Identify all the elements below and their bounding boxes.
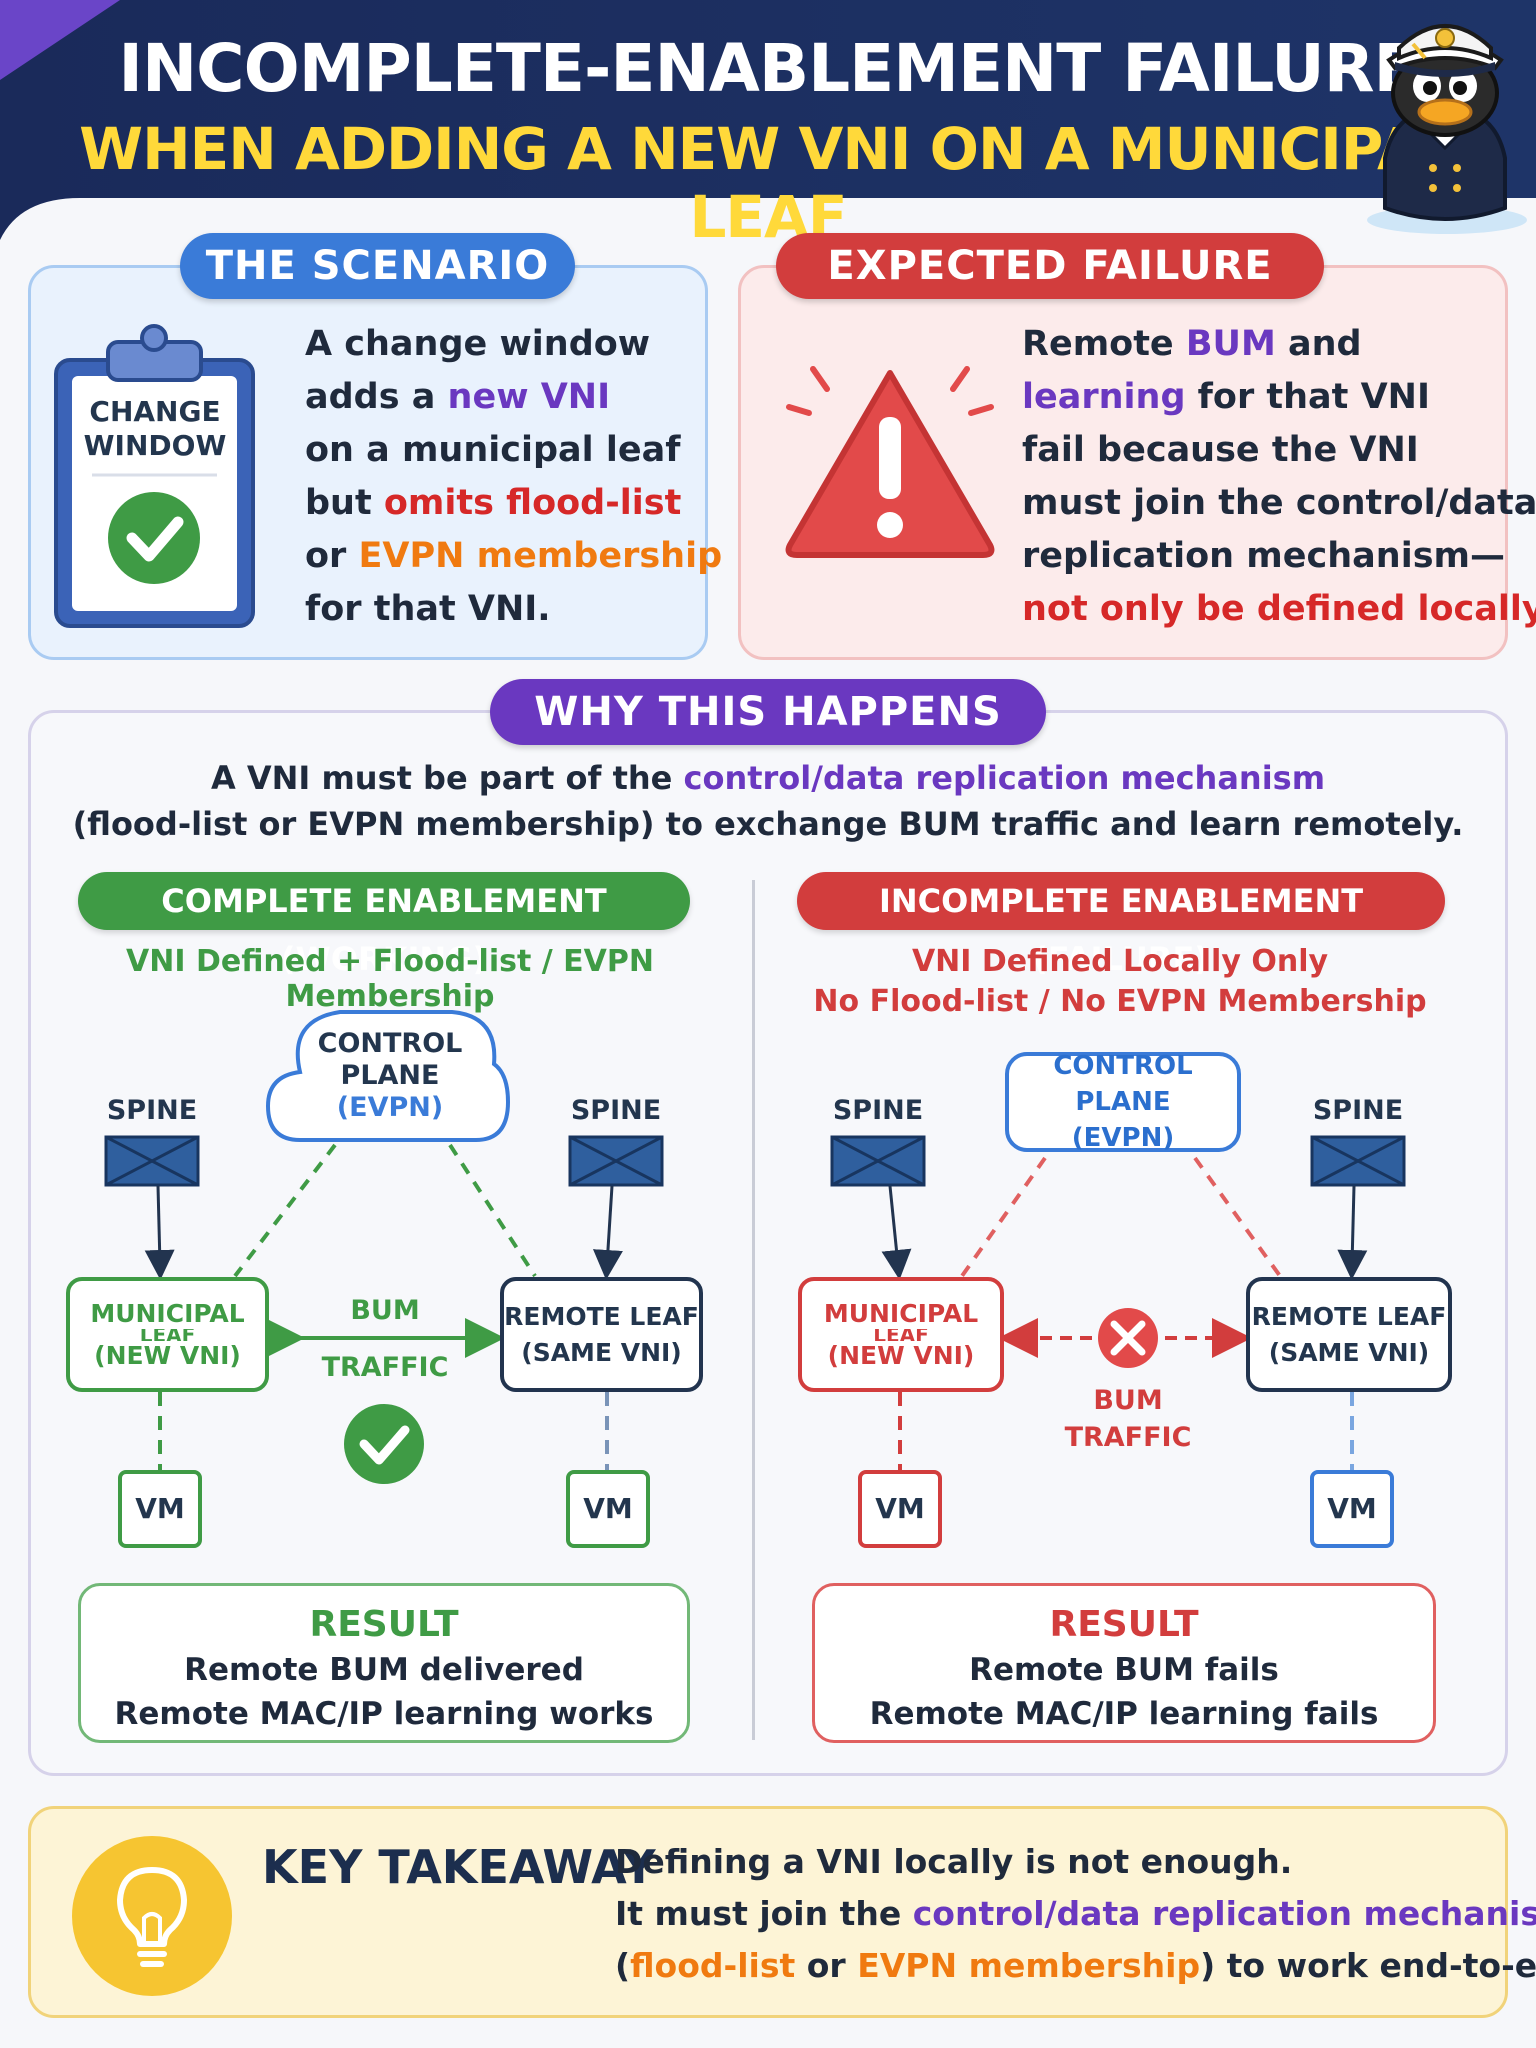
why-this-happens-heading: WHY THIS HAPPENS <box>490 679 1046 745</box>
result-line2-working: Remote MAC/IP learning works <box>114 1696 654 1732</box>
municipal-leaf-node-working: MUNICIPAL LEAF (NEW VNI) <box>66 1277 269 1392</box>
column-divider <box>752 880 755 1740</box>
result-title-working: RESULT <box>309 1604 459 1645</box>
bum-label-working: BUM <box>350 1295 420 1326</box>
incomplete-enablement-subtitle-2: No Flood-list / No EVPN Membership <box>813 984 1427 1019</box>
incomplete-enablement-subtitle-1: VNI Defined Locally Only <box>911 944 1329 979</box>
vm-left-node-failing: VM <box>858 1470 942 1548</box>
clipboard-label: CHANGE WINDOW <box>83 395 227 462</box>
spine-left-label-failing: SPINE <box>832 1095 924 1126</box>
page-subtitle: WHEN ADDING A NEW VNI ON A MUNICIPAL LEA… <box>79 115 1458 251</box>
warning-icon <box>785 366 995 558</box>
complete-enablement-subtitle: VNI Defined + Flood-list / EVPN Membersh… <box>126 944 654 1014</box>
vm-right-node-failing: VM <box>1310 1470 1394 1548</box>
municipal-leaf-node-failing: MUNICIPAL LEAF (NEW VNI) <box>798 1277 1004 1392</box>
incomplete-enablement-heading: INCOMPLETE ENABLEMENT (FAILURE) <box>797 872 1445 978</box>
page-title: INCOMPLETE-ENABLEMENT FAILURE <box>118 30 1418 107</box>
control-plane-node-failing: CONTROL PLANE (EVPN) <box>1005 1051 1241 1153</box>
lightbulb-icon <box>72 1836 232 1996</box>
vm-left-node-working: VM <box>118 1470 202 1548</box>
spine-right-label-failing: SPINE <box>1312 1095 1404 1126</box>
complete-enablement-heading: COMPLETE ENABLEMENT (WORKING) <box>78 872 690 978</box>
why-explanation: A VNI must be part of the control/data r… <box>72 759 1464 843</box>
result-line2-failing: Remote MAC/IP learning fails <box>869 1696 1379 1732</box>
expected-failure-heading: EXPECTED FAILURE <box>776 233 1324 299</box>
vm-right-node-working: VM <box>566 1470 650 1548</box>
scenario-heading: THE SCENARIO <box>180 233 575 299</box>
traffic-label-working: TRAFFIC <box>321 1352 449 1383</box>
duck-captain-mascot-icon <box>1367 24 1527 234</box>
expected-failure-description: Remote BUM and learning for that VNI fai… <box>1022 324 1536 629</box>
spine-right-label-working: SPINE <box>570 1095 662 1126</box>
spine-left-label-working: SPINE <box>106 1095 198 1126</box>
key-takeaway-panel <box>28 1806 1508 2018</box>
remote-leaf-node-working: REMOTE LEAF (SAME VNI) <box>500 1277 703 1392</box>
result-box-working: RESULT Remote BUM delivered Remote MAC/I… <box>78 1583 690 1743</box>
bum-traffic-label-failing: BUM TRAFFIC <box>1064 1385 1192 1453</box>
result-line1-failing: Remote BUM fails <box>969 1652 1279 1688</box>
result-box-failing: RESULT Remote BUM fails Remote MAC/IP le… <box>812 1583 1436 1743</box>
scenario-description: A change window adds a new VNI on a muni… <box>305 324 723 629</box>
control-plane-label-working: CONTROL PLANE (EVPN) <box>317 1028 463 1123</box>
key-takeaway-text: Defining a VNI locally is not enough. It… <box>615 1842 1536 1985</box>
result-title-failing: RESULT <box>1049 1604 1199 1645</box>
key-takeaway-heading: KEY TAKEAWAY <box>262 1840 656 1894</box>
header-banner: INCOMPLETE-ENABLEMENT FAILURE WHEN ADDIN… <box>0 0 1536 251</box>
clipboard-icon <box>54 324 255 628</box>
result-line1-working: Remote BUM delivered <box>184 1652 584 1688</box>
remote-leaf-node-failing: REMOTE LEAF (SAME VNI) <box>1246 1277 1452 1392</box>
